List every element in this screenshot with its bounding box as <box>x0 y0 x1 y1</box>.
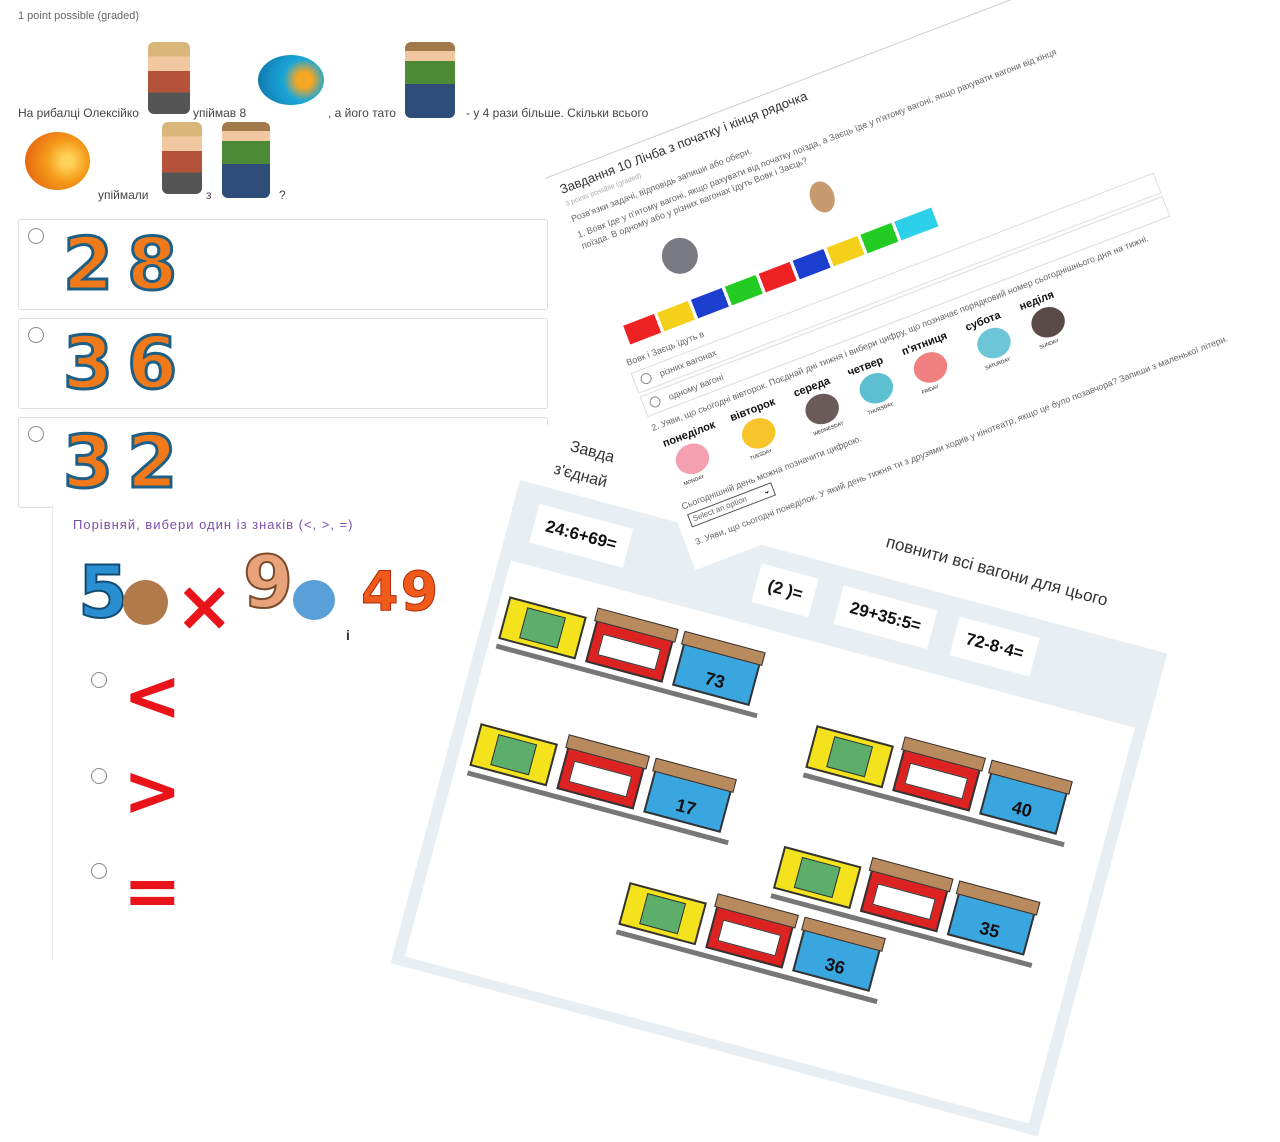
number-image: 32 <box>61 419 192 506</box>
trains-task-panel: Завда з'єднай повнити всі вагони для цьо… <box>390 419 1203 1137</box>
question-text-7: ? <box>279 188 286 202</box>
number-nine-image: 9 <box>242 539 308 625</box>
task10-q2: 2. Уяви, що сьогодні вівторок. Поєднай д… <box>650 233 1150 434</box>
points-label: 1 point possible (graded) <box>18 10 140 22</box>
father-fisher-image <box>222 122 270 198</box>
question-text-2: упіймав 8 <box>193 106 247 120</box>
radio-button[interactable] <box>638 371 654 386</box>
wagon-number: 40 <box>1009 796 1035 822</box>
number-image: 36 <box>61 320 192 407</box>
boy-fisher-image <box>148 42 190 114</box>
answer-option-28[interactable]: 28 <box>18 219 548 310</box>
day-en-label: THURSDAY <box>866 401 895 417</box>
day-en-label: FRIDAY <box>921 383 940 396</box>
radio-equal[interactable] <box>91 863 107 879</box>
question-text-3: , а його тато <box>328 106 396 120</box>
hare-image <box>805 177 840 217</box>
number-49-image: 49 <box>360 560 441 624</box>
question-text-4: - у 4 рази більше. Скільки всього <box>466 106 649 120</box>
answer-option-32[interactable]: 32 <box>18 417 548 508</box>
expression-card[interactable]: 72-8·4= <box>949 616 1040 677</box>
expression-card[interactable]: (2 )= <box>751 563 820 618</box>
equal-sign: = <box>123 850 182 932</box>
boy-fisher-image <box>162 122 202 194</box>
number-image: 28 <box>61 221 192 308</box>
connector-text: і <box>346 627 350 643</box>
wagon-number: 36 <box>822 953 848 979</box>
expression-card[interactable]: 29+35:5= <box>833 585 938 650</box>
wagon-number: 17 <box>673 794 699 820</box>
day-en-label: SATURDAY <box>984 356 1012 372</box>
question-text-1: На рибалці Олексійко <box>18 106 139 120</box>
radio-greater[interactable] <box>91 768 107 784</box>
expression-card[interactable]: 24:6+69= <box>529 503 633 568</box>
radio-less[interactable] <box>91 672 107 688</box>
wagon-number: 73 <box>702 667 728 693</box>
less-than-sign: < <box>123 655 182 737</box>
bird-image <box>293 580 335 620</box>
wagon-number: 35 <box>977 917 1002 943</box>
bird-image <box>123 580 168 625</box>
radio-button[interactable] <box>28 228 44 244</box>
day-en-label: MONDAY <box>683 473 706 488</box>
multiply-sign: × <box>175 565 234 647</box>
question-text-6: з <box>206 188 212 202</box>
radio-button[interactable] <box>28 426 44 442</box>
greater-than-sign: > <box>123 750 182 832</box>
day-en-label: TUESDAY <box>749 447 774 462</box>
wolf-image <box>656 232 704 280</box>
father-fisher-image <box>405 42 455 118</box>
question-text-5: упіймали <box>98 188 149 202</box>
answer-option-36[interactable]: 36 <box>18 318 548 409</box>
radio-button[interactable] <box>647 394 663 410</box>
gold-fish-image <box>25 132 90 190</box>
day-en-label: SUNDAY <box>1038 337 1060 351</box>
number-five-image: 5 <box>77 549 143 635</box>
blue-fish-image <box>258 55 324 105</box>
chevron-down-icon: ⌄ <box>761 485 772 497</box>
question-text: На рибалці Олексійко упіймав 8 , а його … <box>18 106 658 206</box>
compare-title: Порівняй, вибери один із знаків (<, >, =… <box>73 517 354 532</box>
radio-button[interactable] <box>28 327 44 343</box>
